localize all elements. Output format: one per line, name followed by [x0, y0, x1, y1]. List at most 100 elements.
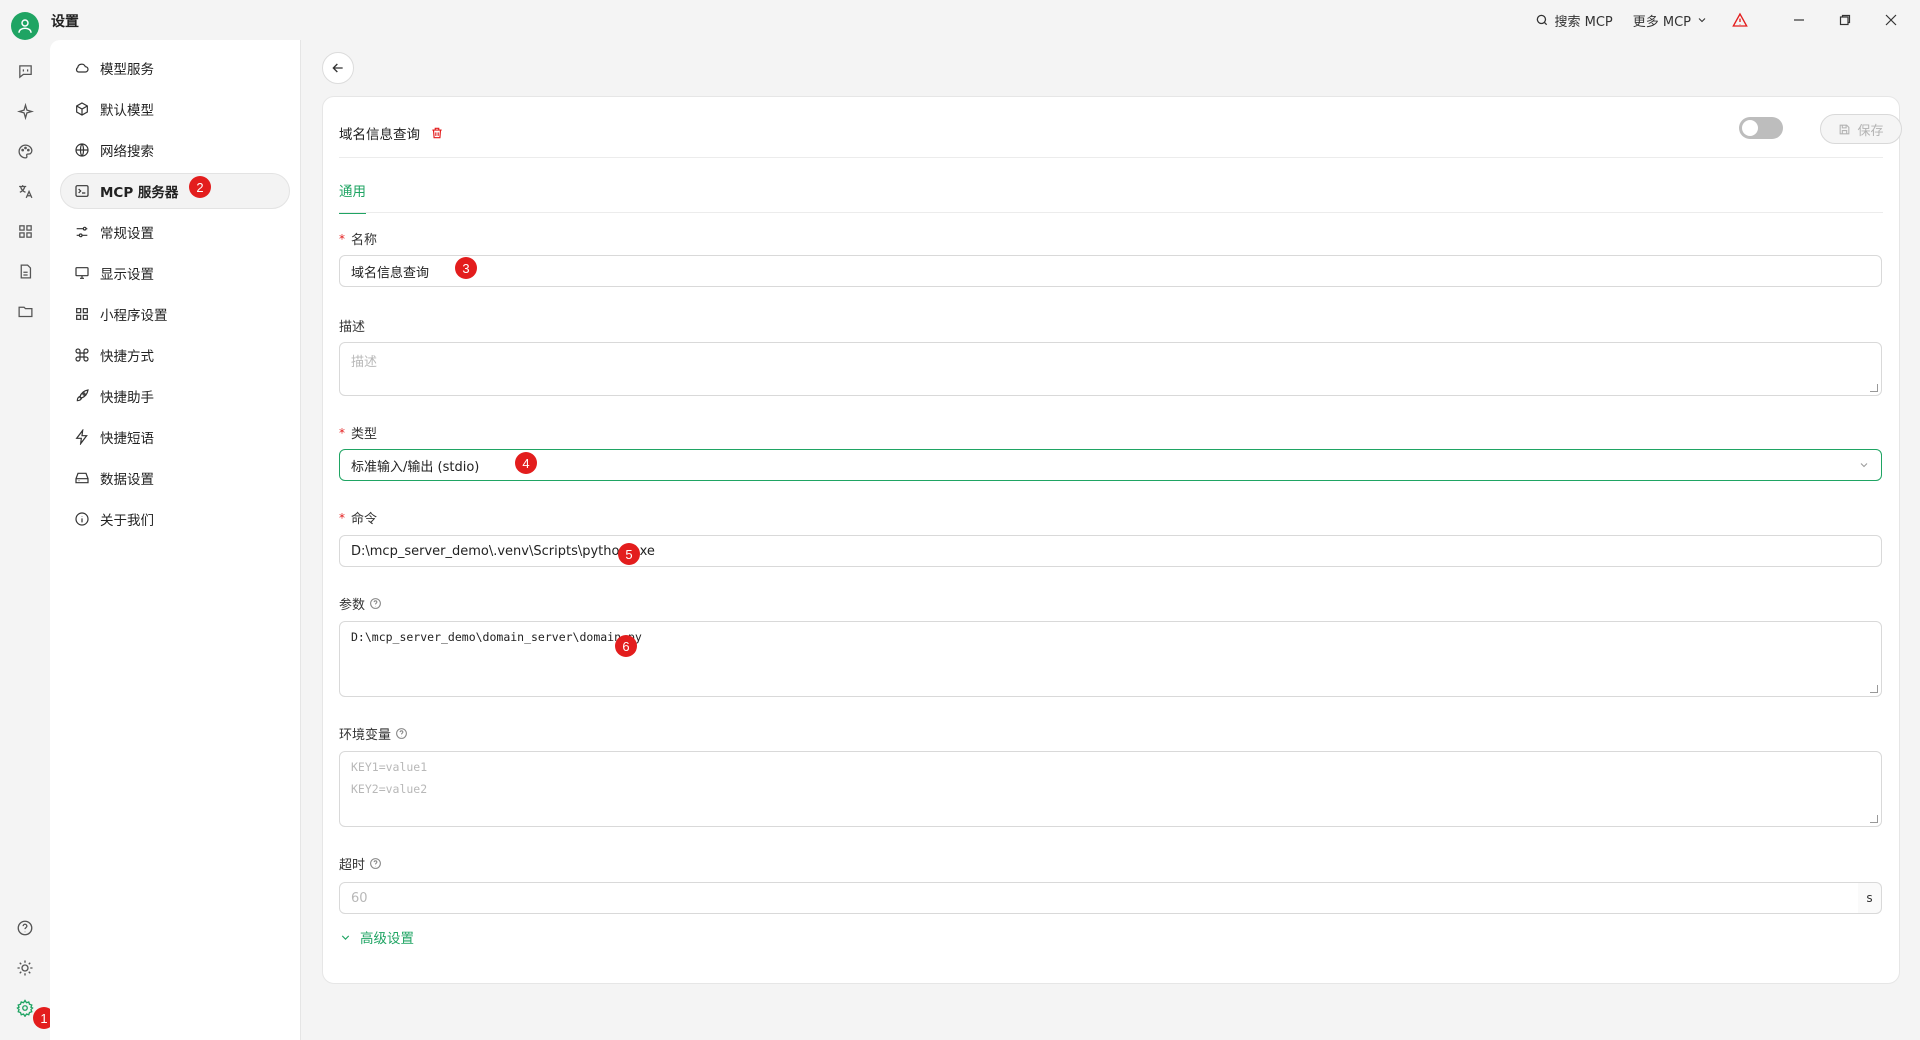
more-mcp-dropdown[interactable]: 更多 MCP [1623, 0, 1718, 40]
server-header: 域名信息查询 [339, 123, 444, 143]
args-label: 参数 [339, 594, 382, 613]
resize-handle[interactable] [1870, 384, 1878, 392]
sidebar-item-data-settings[interactable]: 数据设置 [60, 460, 290, 496]
rail-chat-button[interactable] [13, 59, 37, 83]
timeout-label: 超时 [339, 854, 382, 873]
rail-settings-button[interactable] [13, 996, 37, 1020]
grid-icon [76, 308, 88, 320]
sun-icon [17, 960, 33, 976]
title-bar: 设置 搜索 MCP 更多 MCP [0, 0, 1920, 40]
rail-files-button[interactable] [13, 259, 37, 283]
timeout-input[interactable]: 60 [339, 882, 1859, 914]
back-button[interactable] [322, 52, 354, 84]
help-circle-icon[interactable] [369, 597, 382, 610]
app-icon-rail [0, 40, 50, 1040]
rail-apps-button[interactable] [13, 219, 37, 243]
server-enable-toggle[interactable] [1739, 117, 1783, 139]
sidebar-item-web-search[interactable]: 网络搜索 [60, 132, 290, 168]
description-label-text: 描述 [339, 320, 366, 335]
restore-button[interactable] [1822, 0, 1868, 40]
command-input-value: D:\mcp_server_demo\.venv\Scripts\python.… [351, 543, 655, 559]
search-mcp-label: 搜索 MCP [1554, 14, 1613, 30]
sidebar-item-label: 关于我们 [100, 513, 154, 529]
required-mark: * [339, 425, 345, 440]
sidebar-item-quick-assistant[interactable]: 快捷助手 [60, 378, 290, 414]
minimize-button[interactable] [1776, 0, 1822, 40]
name-input[interactable]: 域名信息查询 [339, 255, 1882, 287]
type-select[interactable]: 标准输入/输出 (stdio) [339, 449, 1882, 481]
folder-icon [17, 306, 33, 317]
sidebar-item-label: 快捷方式 [100, 349, 154, 365]
save-button[interactable]: 保存 [1820, 114, 1902, 144]
more-mcp-label: 更多 MCP [1632, 14, 1691, 30]
user-avatar[interactable] [11, 12, 39, 40]
sidebar-item-display-settings[interactable]: 显示设置 [60, 255, 290, 291]
name-input-value: 域名信息查询 [351, 265, 430, 281]
sidebar-item-label: 快捷短语 [100, 431, 154, 447]
resize-handle[interactable] [1870, 815, 1878, 823]
help-icon [17, 920, 33, 936]
command-label: * 命令 [339, 508, 377, 528]
rail-agents-button[interactable] [13, 99, 37, 123]
help-circle-icon[interactable] [369, 857, 382, 870]
tab-general[interactable]: 通用 [339, 180, 366, 214]
globe-icon [75, 143, 89, 157]
info-icon [75, 512, 89, 526]
hard-drive-icon [75, 472, 89, 484]
sidebar-item-about[interactable]: 关于我们 [60, 501, 290, 537]
sidebar-item-label: 快捷助手 [100, 390, 154, 406]
timeout-label-text: 超时 [339, 858, 366, 873]
args-textarea-value: D:\mcp_server_demo\domain_server\domain.… [351, 630, 642, 644]
search-mcp-button[interactable]: 搜索 MCP [1525, 0, 1622, 40]
type-label-text: 类型 [351, 427, 378, 442]
minimize-icon [1794, 19, 1804, 21]
description-textarea[interactable]: 描述 [339, 342, 1882, 396]
rail-theme-button[interactable] [13, 956, 37, 980]
chat-icon [18, 64, 32, 78]
sidebar-item-default-model[interactable]: 默认模型 [60, 91, 290, 127]
rail-folder-button[interactable] [13, 299, 37, 323]
sidebar-item-miniapp-settings[interactable]: 小程序设置 [60, 296, 290, 332]
type-label: * 类型 [339, 423, 378, 443]
args-textarea[interactable]: D:\mcp_server_demo\domain_server\domain.… [339, 621, 1882, 697]
arrow-left-icon [332, 63, 343, 73]
rocket-icon [76, 389, 89, 402]
sidebar-item-shortcuts[interactable]: 快捷方式 [60, 337, 290, 373]
rail-paint-button[interactable] [13, 139, 37, 163]
sidebar-item-general-settings[interactable]: 常规设置 [60, 214, 290, 250]
sidebar-item-model-service[interactable]: 模型服务 [60, 50, 290, 86]
sidebar-item-label: 模型服务 [100, 62, 154, 78]
sidebar-item-label: 默认模型 [100, 103, 154, 119]
warning-button[interactable] [1718, 0, 1762, 40]
args-label-text: 参数 [339, 598, 366, 613]
sliders-icon [76, 226, 88, 238]
save-icon [1840, 124, 1850, 134]
close-icon [1885, 14, 1897, 26]
translate-icon [18, 184, 32, 198]
terminal-icon [75, 185, 89, 197]
sidebar-item-quick-phrases[interactable]: 快捷短语 [60, 419, 290, 455]
timeout-placeholder: 60 [351, 890, 368, 906]
cube-icon [76, 102, 88, 116]
advanced-settings-label: 高级设置 [360, 931, 414, 947]
header-divider [339, 157, 1883, 158]
env-textarea[interactable]: KEY1=value1 KEY2=value2 [339, 751, 1882, 827]
gear-icon [16, 999, 34, 1017]
description-label: 描述 [339, 316, 365, 335]
app-title: 设置 [51, 14, 79, 30]
annotation-badge-1: 1 [33, 1007, 55, 1029]
chevron-down-icon [1698, 18, 1706, 23]
chevron-down-icon [341, 934, 350, 940]
cloud-icon [75, 63, 89, 73]
sidebar-item-label: 显示设置 [100, 267, 154, 283]
resize-handle[interactable] [1870, 685, 1878, 693]
timeout-unit-suffix: s [1858, 882, 1882, 914]
rail-translate-button[interactable] [13, 179, 37, 203]
help-circle-icon[interactable] [395, 727, 408, 740]
trash-icon[interactable] [430, 126, 444, 140]
advanced-settings-toggle[interactable]: 高级设置 [339, 927, 414, 947]
sidebar-item-mcp-servers[interactable]: MCP 服务器 [60, 173, 290, 209]
rail-help-button[interactable] [13, 916, 37, 940]
close-button[interactable] [1868, 0, 1914, 40]
command-input[interactable]: D:\mcp_server_demo\.venv\Scripts\python.… [339, 535, 1882, 567]
